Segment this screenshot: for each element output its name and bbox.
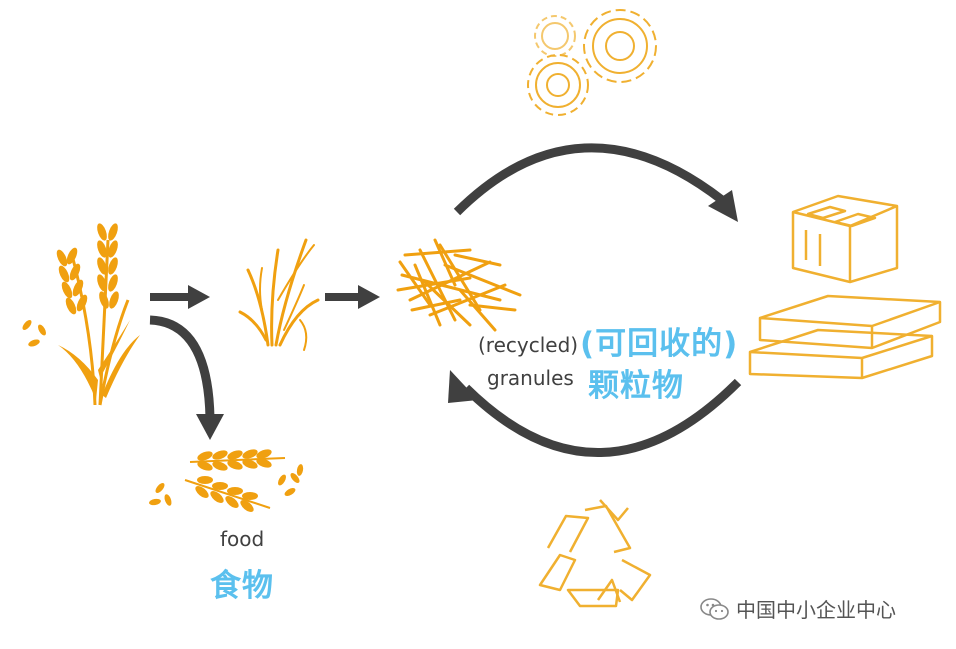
arrow-plant-to-food [149, 315, 224, 440]
food-wheat-icon [149, 449, 304, 512]
granules-cn-label: 颗粒物 [588, 368, 684, 404]
panels-icon [748, 294, 942, 380]
arrow-straw-to-granules [325, 285, 380, 309]
recyclable-cn-label: (可回收的) [580, 326, 739, 362]
food-cn-label: 食物 [210, 568, 274, 604]
straw-icon [238, 238, 320, 351]
recycle-icon [538, 499, 652, 608]
watermark-text: 中国中小企业中心 [736, 598, 896, 622]
granules-icon [396, 238, 522, 332]
arrow-granules-to-products [453, 143, 738, 222]
wechat-icon [700, 597, 729, 620]
arrow-plant-to-straw [150, 285, 210, 309]
recycled-label: (recycled) [478, 333, 579, 357]
watermark: 中国中小企业中心 [700, 594, 896, 623]
building-block-icon [791, 194, 899, 284]
wheat-plant-icon [22, 223, 140, 406]
gears-icon [527, 9, 657, 116]
granules-label: granules [487, 366, 574, 390]
food-label: food [220, 527, 265, 551]
arrow-products-to-granules [448, 370, 742, 457]
